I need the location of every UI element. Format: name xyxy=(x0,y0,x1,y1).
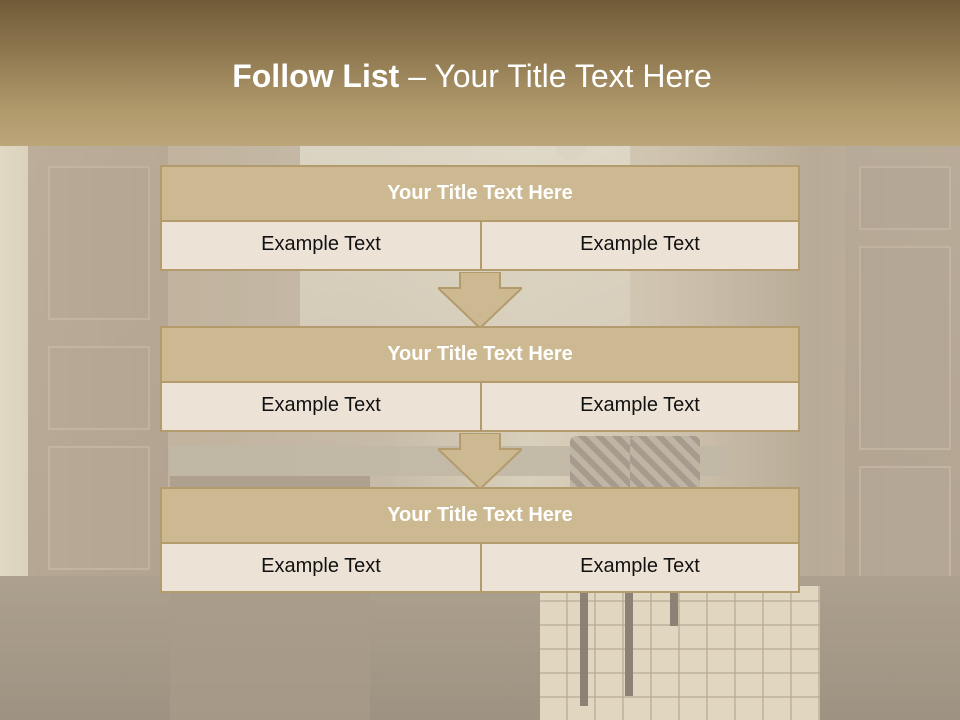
flow-step-cells: Example Text Example Text xyxy=(160,544,800,593)
flow-step-title: Your Title Text Here xyxy=(160,487,800,544)
page-title-bold: Follow List xyxy=(232,58,400,94)
background-stool-leg xyxy=(625,496,633,696)
flow-step-cell-left: Example Text xyxy=(160,544,480,593)
flow-step-cell-right: Example Text xyxy=(480,383,800,432)
background-stool-leg xyxy=(580,496,588,706)
flow-step-cell-left: Example Text xyxy=(160,222,480,271)
cabinet-door xyxy=(859,246,951,450)
background-cabinet-left xyxy=(28,146,168,586)
down-arrow-icon xyxy=(438,433,522,489)
cabinet-door xyxy=(48,446,150,570)
flow-step-title: Your Title Text Here xyxy=(160,165,800,222)
flow-step: Your Title Text Here Example Text Exampl… xyxy=(160,165,800,271)
cabinet-door xyxy=(48,166,150,320)
cabinet-door xyxy=(859,166,951,230)
down-arrow-icon xyxy=(438,272,522,328)
background-stool xyxy=(570,436,640,496)
flow-step-cells: Example Text Example Text xyxy=(160,383,800,432)
cabinet-door xyxy=(48,346,150,430)
flow-step-cell-left: Example Text xyxy=(160,383,480,432)
header-band: Follow List – Your Title Text Here xyxy=(0,0,960,146)
flow-step: Your Title Text Here Example Text Exampl… xyxy=(160,326,800,432)
page-title: Follow List – Your Title Text Here xyxy=(0,54,944,98)
flow-step-title: Your Title Text Here xyxy=(160,326,800,383)
background-stool xyxy=(630,436,700,496)
background-cabinet-right xyxy=(845,146,960,616)
flow-step: Your Title Text Here Example Text Exampl… xyxy=(160,487,800,593)
flow-step-cell-right: Example Text xyxy=(480,222,800,271)
flow-step-cell-right: Example Text xyxy=(480,544,800,593)
background-lamp xyxy=(556,146,586,160)
flow-step-cells: Example Text Example Text xyxy=(160,222,800,271)
page-title-rest: – Your Title Text Here xyxy=(399,58,712,94)
